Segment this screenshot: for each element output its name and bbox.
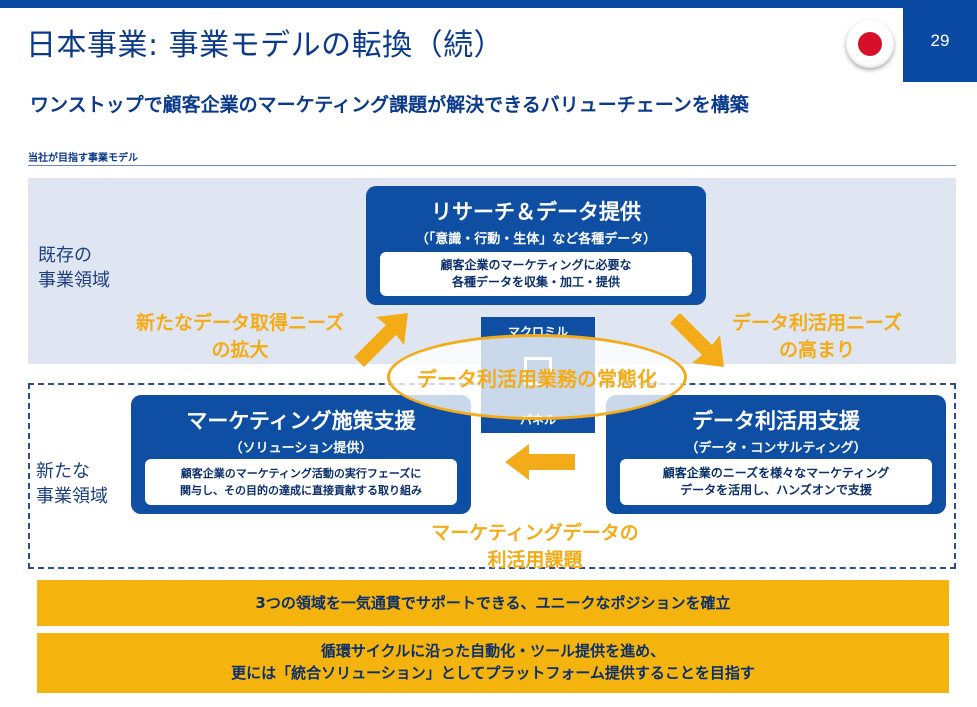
banner-platform-goal: 循環サイクルに沿った自動化・ツール提供を進め、 更には「統合ソリューション」とし… (37, 633, 949, 693)
data-use-body-line2: データを活用し、ハンズオンで支援 (680, 483, 872, 497)
flow-label-bottom-line1: マーケティングデータの (431, 522, 639, 544)
page-subtitle: ワンストップで顧客企業のマーケティング課題が解決できるバリューチェーンを構築 (30, 94, 749, 116)
banner-unique-position: 3つの領域を一気通貫でサポートできる、ユニークなポジションを確立 (37, 580, 949, 626)
marketing-box-subtitle: （ソリューション提供） (229, 441, 373, 456)
new-area-label: 新たな 事業領域 (36, 459, 108, 509)
section-divider (28, 165, 956, 166)
japan-flag-icon (846, 20, 894, 68)
data-use-box-title: データ利活用支援 (692, 409, 860, 433)
marketing-body-line1: 顧客企業のマーケティング活動の実行フェーズに (180, 467, 422, 480)
research-box-title: リサーチ＆データ提供 (431, 200, 641, 224)
top-accent-bar (0, 0, 977, 8)
arrow-left-icon (505, 444, 575, 480)
flow-label-right-line2: の高まり (778, 339, 855, 361)
research-body-line1: 顧客企業のマーケティングに必要な (440, 258, 632, 272)
banner-two-line1: 循環サイクルに沿った自動化・ツール提供を進め、 (320, 642, 666, 660)
research-box-subtitle: （「意識・行動・生体」など各種データ） (415, 232, 657, 247)
page-number: 29 (930, 31, 950, 50)
ellipse-label: データ利活用業務の常態化 (417, 366, 657, 391)
flow-label-marketing-data: マーケティングデータの 利活用課題 (400, 520, 670, 574)
marketing-box-body: 顧客企業のマーケティング活動の実行フェーズに 関与し、その目的の達成に直接貢献す… (145, 459, 457, 505)
flag-red-disc (858, 32, 882, 56)
flow-label-data-use-needs: データ利活用ニーズ の高まり (712, 310, 922, 364)
banner-two-line2: 更には「統合ソリューション」としてプラットフォーム提供することを目指す (231, 664, 755, 682)
data-use-box-body: 顧客企業のニーズを様々なマーケティング データを活用し、ハンズオンで支援 (620, 459, 932, 505)
page-number-box: 29 (903, 0, 977, 82)
marketing-support-box: マーケティング施策支援 （ソリューション提供） 顧客企業のマーケティング活動の実… (131, 395, 471, 514)
flow-label-right-line1: データ利活用ニーズ (731, 312, 903, 334)
flow-label-bottom-line2: 利活用課題 (487, 549, 583, 571)
arrow-up-right-icon (354, 313, 408, 367)
flow-label-left-line1: 新たなデータ取得ニーズ (135, 312, 345, 334)
banner-one-text: 3つの領域を一気通貫でサポートできる、ユニークなポジションを確立 (255, 594, 731, 612)
existing-area-label: 既存の 事業領域 (38, 243, 110, 293)
research-box-body: 顧客企業のマーケティングに必要な 各種データを収集・加工・提供 (380, 252, 692, 296)
marketing-box-title: マーケティング施策支援 (186, 409, 416, 433)
flow-label-data-acquisition: 新たなデータ取得ニーズ の拡大 (120, 310, 360, 364)
data-use-box-subtitle: （データ・コンサルティング） (685, 441, 867, 456)
existing-area-label-line1: 既存の (38, 245, 92, 266)
new-area-label-line1: 新たな (36, 461, 90, 482)
new-area-label-line2: 事業領域 (36, 486, 108, 507)
existing-area-label-line2: 事業領域 (38, 270, 110, 291)
marketing-body-line2: 関与し、その目的の達成に直接貢献する取り組み (180, 484, 422, 497)
arrow-down-right-icon (670, 313, 724, 367)
page-title: 日本事業: 事業モデルの転換（続） (26, 28, 505, 63)
normalization-ellipse: データ利活用業務の常態化 (387, 334, 687, 420)
data-use-body-line1: 顧客企業のニーズを様々なマーケティング (662, 466, 890, 480)
data-use-support-box: データ利活用支援 （データ・コンサルティング） 顧客企業のニーズを様々なマーケテ… (606, 395, 946, 514)
section-label: 当社が目指す事業モデル (28, 153, 138, 164)
flow-label-left-line2: の拡大 (211, 339, 269, 361)
research-body-line2: 各種データを収集・加工・提供 (451, 275, 620, 289)
research-data-box: リサーチ＆データ提供 （「意識・行動・生体」など各種データ） 顧客企業のマーケテ… (366, 186, 706, 305)
